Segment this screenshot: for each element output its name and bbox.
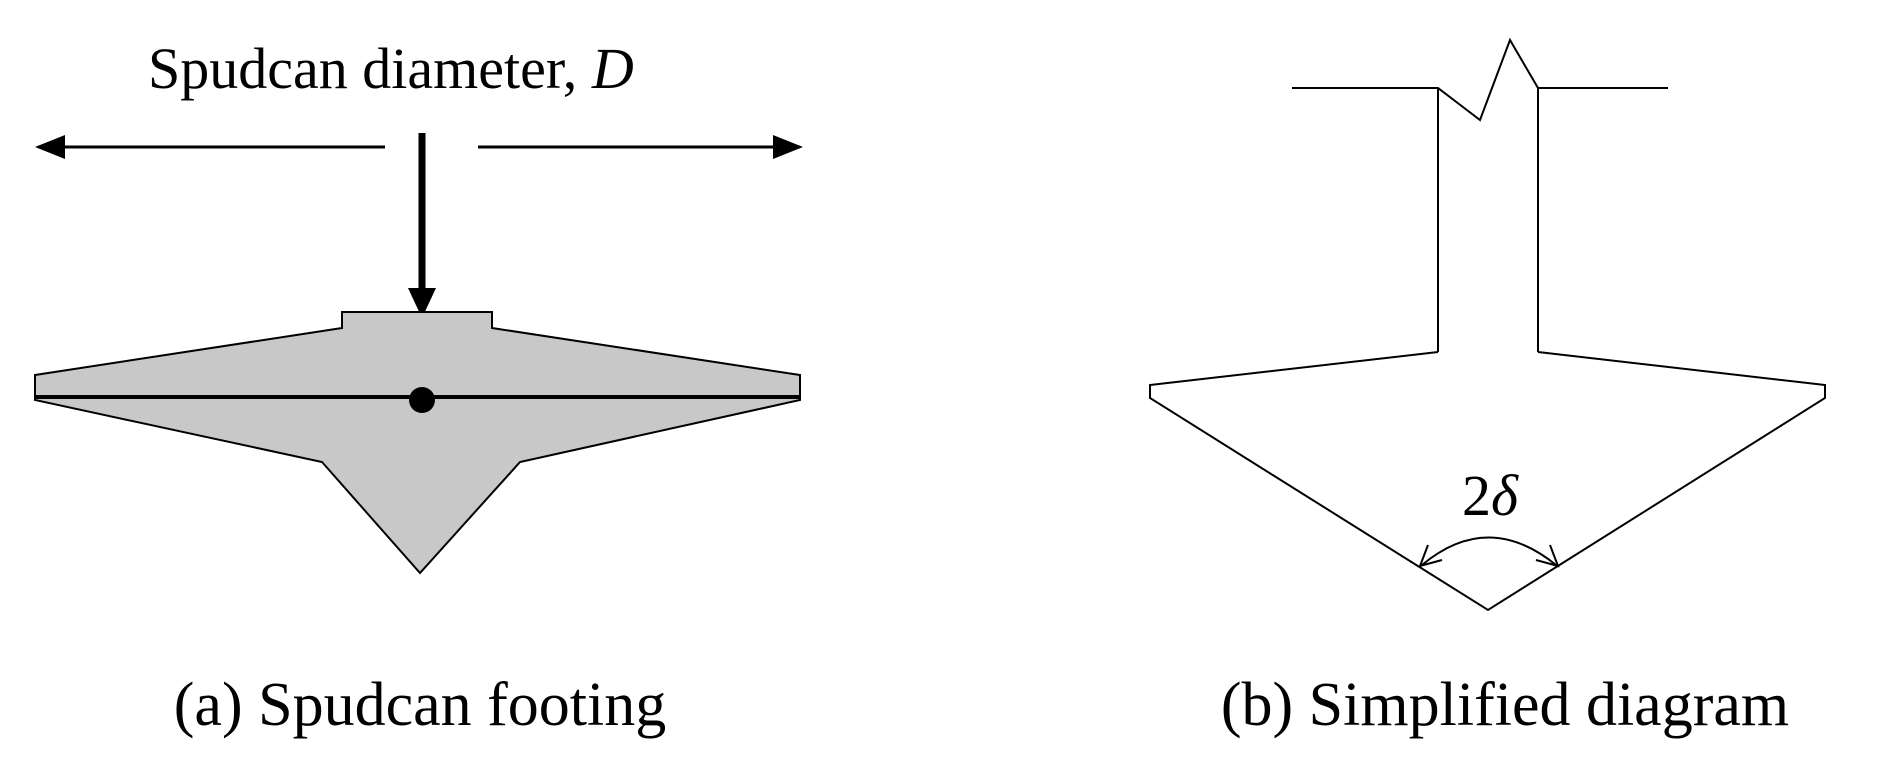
spudcan-body [34,311,801,575]
panel-a-spudcan-footing: Spudcan diameter, D (a) Spudcan footing [34,36,803,739]
angle-arrow-right [1535,544,1560,568]
angle-label: 2δ [1462,463,1519,528]
angle-arrow-left [1418,544,1443,568]
caption-b: (b) Simplified diagram [1221,671,1789,739]
panel-b-simplified-diagram [1149,37,1826,612]
footing-outline [1149,351,1826,612]
caption-a: (a) Spudcan footing [174,671,666,739]
angle-arc [1421,536,1557,566]
spudcan-center-dot [409,387,435,413]
dimension-symbol: D [591,36,634,101]
load-arrowhead [408,288,436,318]
angle-label-symbol: δ [1491,463,1519,528]
angle-label-number: 2 [1462,463,1491,528]
dimension-label-text: Spudcan diameter, [148,36,592,101]
break-line [1292,37,1668,122]
spudcan-diameter-label: Spudcan diameter, D [148,36,634,101]
